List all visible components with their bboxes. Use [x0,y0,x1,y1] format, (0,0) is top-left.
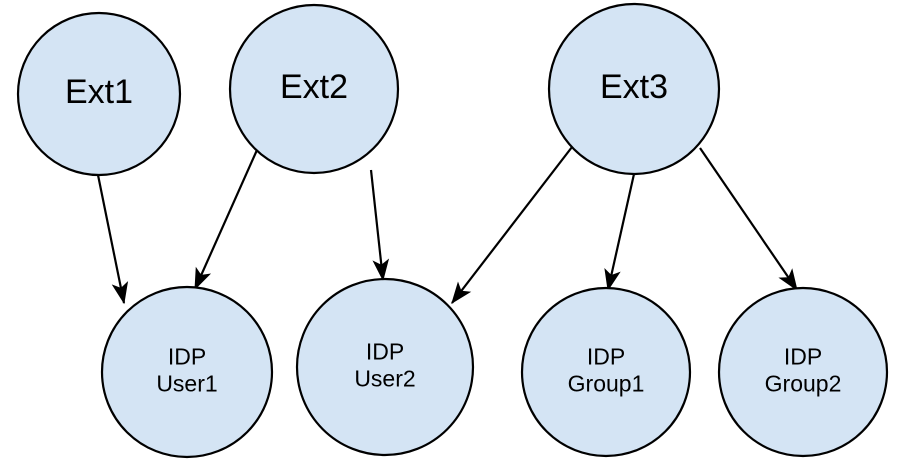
node-label-line: IDP [168,344,206,370]
node-ext1[interactable]: Ext1 [16,11,182,177]
node-shape-ext3[interactable] [547,2,721,176]
edge-layer [96,146,798,305]
node-label-line: Ext3 [600,68,668,106]
node-label-ext2: Ext2 [280,68,348,106]
node-label-line: IDP [366,339,404,365]
edge-ext3-to-idp_group1 [604,173,636,292]
edge-ext1-to-idp_user1 [96,174,129,305]
node-shape-ext1[interactable] [16,11,182,177]
edge-ext3-to-idp_user2 [451,146,573,305]
node-label-line: User1 [156,371,217,397]
node-shape-idp_group1[interactable] [520,286,692,458]
node-label-ext3: Ext3 [600,68,668,106]
node-label-line: Ext1 [65,73,133,111]
edge-ext2-to-idp_user2 [369,169,390,282]
edge-ext2-to-idp_user1 [193,149,259,291]
node-label-line: IDP [784,344,822,370]
edge-ext3-to-idp_group2 [699,147,798,292]
node-shape-idp_group2[interactable] [717,286,889,458]
node-ext3[interactable]: Ext3 [547,2,721,176]
node-label-line: Ext2 [280,68,348,106]
node-shape-ext2[interactable] [228,3,400,175]
node-ext2[interactable]: Ext2 [228,3,400,175]
node-label-line: IDP [587,344,625,370]
node-label-ext1: Ext1 [65,73,133,111]
node-shape-idp_user2[interactable] [295,277,475,457]
node-label-line: User2 [354,366,415,392]
node-label-line: Group2 [765,371,842,397]
node-shape-idp_user1[interactable] [100,285,274,459]
node-label-line: Group1 [568,371,645,397]
